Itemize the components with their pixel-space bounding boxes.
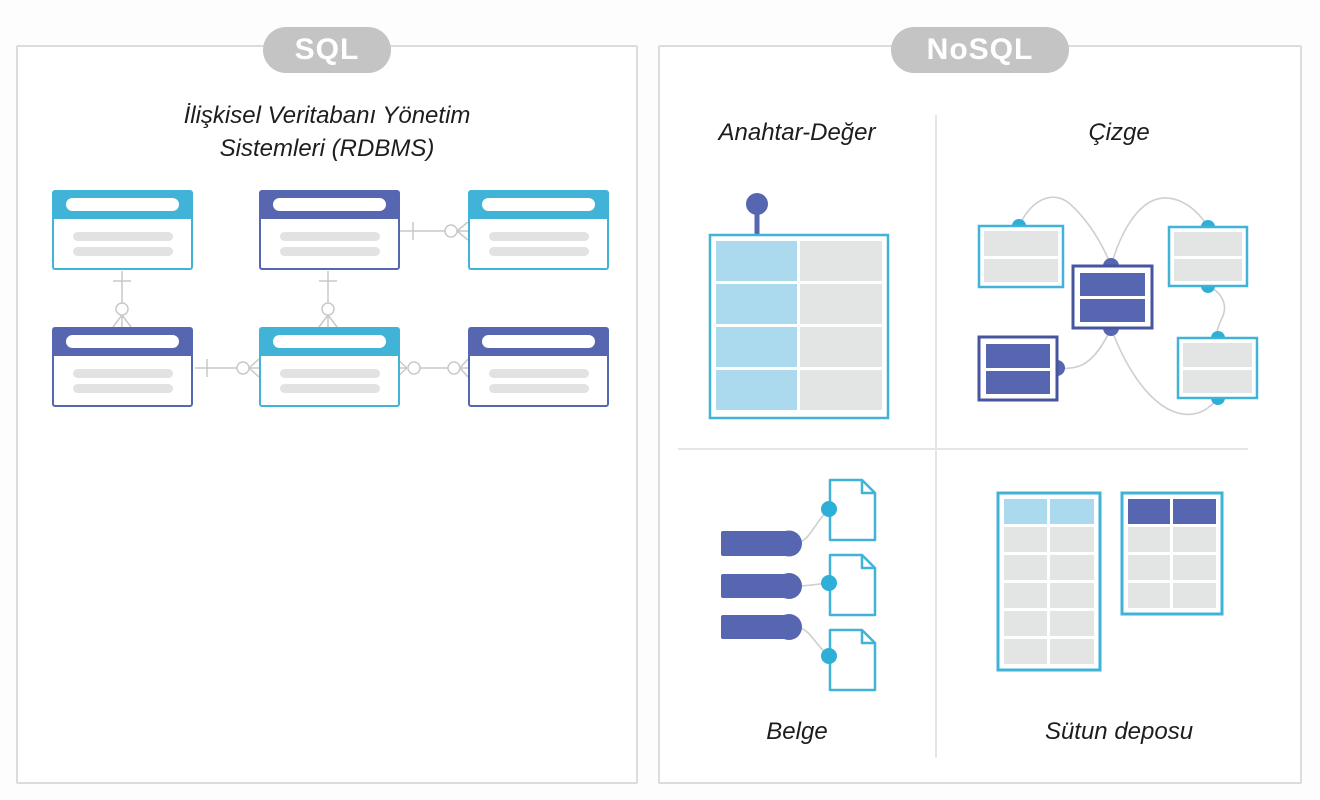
quadrant-label-key-value: Anahtar-Değer bbox=[718, 119, 876, 146]
relation-top-left-vertical bbox=[112, 271, 132, 328]
graph-node-center bbox=[1071, 258, 1154, 336]
nosql-badge: NoSQL bbox=[891, 27, 1069, 73]
er-table-5 bbox=[259, 327, 400, 407]
sql-panel bbox=[16, 45, 638, 784]
er-table-4 bbox=[52, 327, 193, 407]
column-table-tall bbox=[996, 491, 1102, 672]
sql-badge: SQL bbox=[263, 27, 391, 73]
key-column-cells bbox=[716, 241, 797, 410]
graph-node-bottom-right bbox=[1176, 331, 1259, 405]
quadrant-label-graph: Çizge bbox=[1088, 119, 1150, 146]
key-tag-2 bbox=[721, 573, 802, 599]
document-file-3 bbox=[821, 628, 877, 692]
column-table-short bbox=[1120, 491, 1224, 616]
er-table-3 bbox=[468, 190, 609, 270]
document-store-icon bbox=[721, 478, 877, 692]
rdbms-er-diagram-icon bbox=[52, 190, 609, 407]
er-table-6 bbox=[468, 327, 609, 407]
sql-title-line1: İlişkisel Veritabanı Yönetim bbox=[183, 102, 471, 129]
key-pin-icon bbox=[746, 193, 768, 236]
relation-top-horizontal bbox=[399, 221, 469, 241]
document-file-1 bbox=[821, 478, 877, 542]
document-file-2 bbox=[821, 553, 877, 617]
graph-node-top-left bbox=[977, 219, 1065, 289]
quadrant-divider-horizontal bbox=[678, 448, 1248, 450]
graph-node-top-right bbox=[1167, 220, 1249, 293]
quadrant-divider-vertical bbox=[935, 115, 937, 758]
er-table-2 bbox=[259, 190, 400, 270]
graph-node-bottom-left bbox=[977, 335, 1065, 402]
sql-title-line2: Sistemleri (RDBMS) bbox=[219, 135, 435, 162]
relation-bottom-right-horizontal bbox=[396, 358, 469, 378]
relation-bottom-left-horizontal bbox=[195, 358, 260, 378]
relation-middle-vertical bbox=[318, 271, 338, 328]
graph-database-icon bbox=[977, 196, 1259, 416]
key-tag-3 bbox=[721, 614, 802, 640]
value-column-cells bbox=[800, 241, 882, 410]
column-store-icon bbox=[996, 491, 1224, 672]
quadrant-label-column-store: Sütun deposu bbox=[1044, 718, 1194, 745]
key-tag-1 bbox=[721, 530, 802, 557]
quadrant-label-document: Belge bbox=[766, 718, 828, 745]
er-table-1 bbox=[52, 190, 193, 270]
key-value-store-icon bbox=[708, 193, 890, 420]
